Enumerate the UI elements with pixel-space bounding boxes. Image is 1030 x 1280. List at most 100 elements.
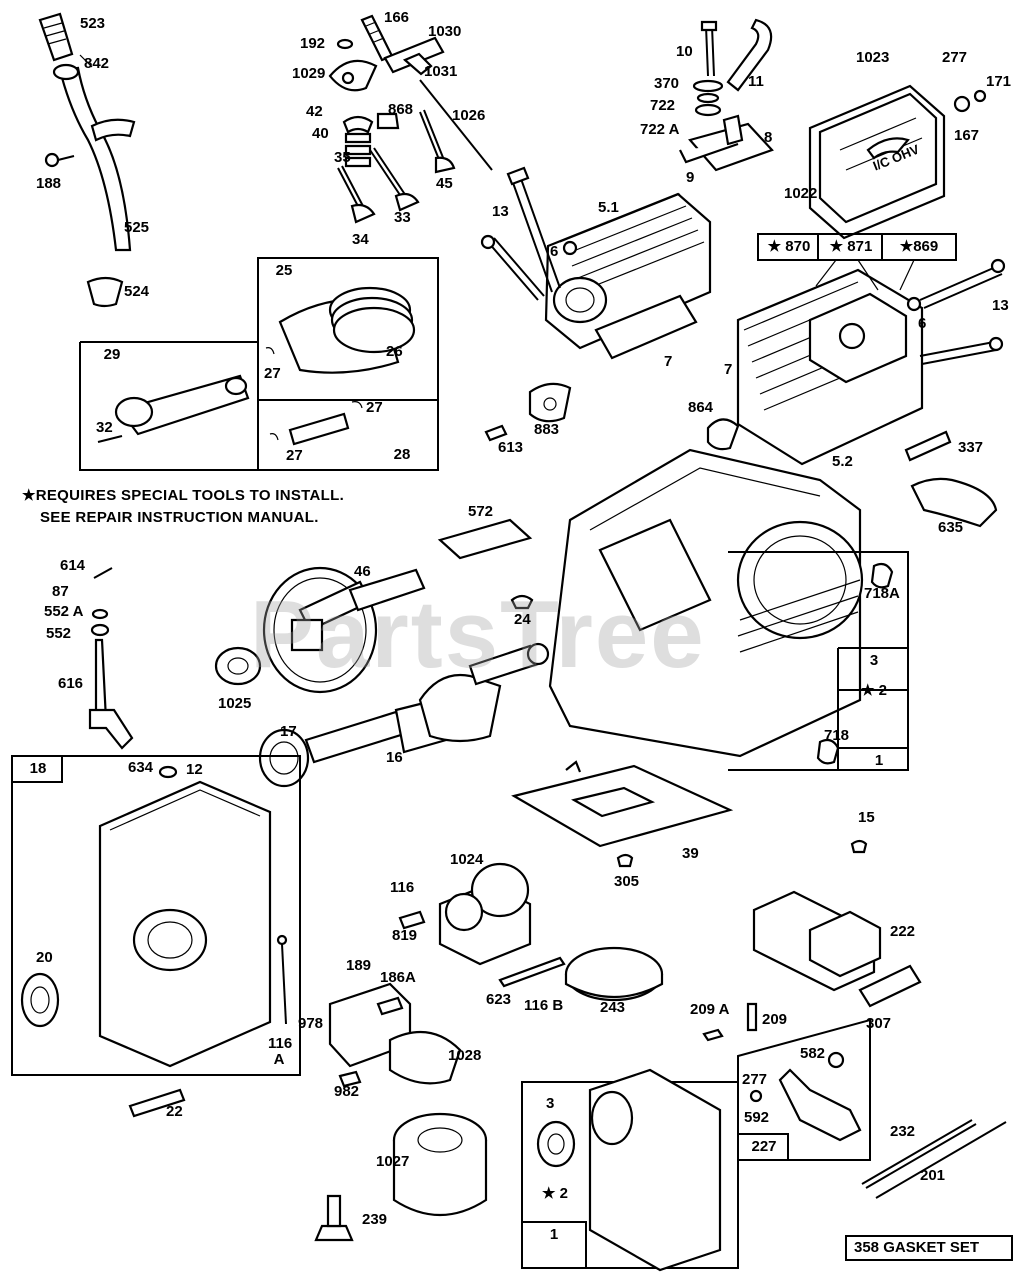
- callout-1026: 1026: [452, 107, 486, 124]
- box-label-28: 28: [393, 446, 411, 463]
- callout-171: 171: [986, 73, 1012, 90]
- breather-assembly: [679, 18, 774, 172]
- callout-87: 87: [52, 583, 69, 600]
- callout-6-left: 6: [550, 243, 559, 260]
- lever-assembly: [737, 1018, 1007, 1199]
- callout-22: 22: [166, 1103, 183, 1120]
- callout-33: 33: [394, 209, 411, 226]
- callout-26: 26: [386, 343, 403, 360]
- callout-27-a: 27: [264, 365, 281, 382]
- callout-10: 10: [676, 43, 693, 60]
- oil-pump: [398, 862, 532, 966]
- callout-722: 722: [650, 97, 676, 114]
- callout-1028: 1028: [448, 1047, 482, 1064]
- box-label-1-main: 1: [874, 752, 884, 769]
- sump-cover: [11, 755, 301, 1118]
- watermark: PartsTree: [250, 581, 706, 688]
- callout-1025: 1025: [218, 695, 252, 712]
- callout-167: 167: [954, 127, 980, 144]
- oil-filter-parts: [328, 982, 488, 1216]
- piston-assembly: [79, 257, 439, 471]
- gasket-set-label: 358 GASKET SET: [854, 1239, 980, 1256]
- box-label-870: ★ 870: [767, 238, 811, 255]
- starred-parts-boxes: [757, 233, 957, 291]
- callout-20: 20: [36, 949, 53, 966]
- callout-189: 189: [346, 957, 372, 974]
- bracket-222: [702, 890, 922, 1042]
- callout-27-b: 27: [366, 399, 383, 416]
- callout-35: 35: [334, 149, 351, 166]
- crankcase-detail: [521, 1068, 739, 1272]
- callout-186a: 186A: [380, 969, 416, 986]
- box-label-3-main: 3: [869, 652, 879, 669]
- cylinder-head-51: [480, 166, 712, 442]
- callout-13-right: 13: [992, 297, 1009, 314]
- callout-572: 572: [468, 503, 494, 520]
- callout-116: 116: [390, 879, 415, 896]
- box-label-25: 25: [275, 262, 293, 279]
- callout-864: 864: [688, 399, 714, 416]
- dipstick-tube: [38, 12, 136, 308]
- callout-616: 616: [58, 675, 84, 692]
- gasket-set-box: [845, 1235, 1013, 1261]
- callout-634: 634: [128, 759, 154, 776]
- callout-718a: 718A: [864, 585, 900, 602]
- callout-27-c: 27: [286, 447, 303, 464]
- box-label-2-main: ★ 2: [861, 682, 887, 699]
- callout-243: 243: [600, 999, 626, 1016]
- box-label-871: ★ 871: [829, 238, 873, 255]
- callout-201: 201: [920, 1167, 946, 1184]
- callout-17: 17: [280, 723, 297, 740]
- callout-842: 842: [84, 55, 110, 72]
- gasket-39: [437, 518, 868, 868]
- callout-1022: 1022: [784, 185, 818, 202]
- box-label-869: ★869: [899, 238, 939, 255]
- callout-525: 525: [124, 219, 150, 236]
- callout-209: 209: [762, 1011, 788, 1028]
- callout-116a: 116 A: [268, 1035, 293, 1068]
- callout-239: 239: [362, 1211, 388, 1228]
- callout-1031: 1031: [424, 63, 458, 80]
- callout-16: 16: [386, 749, 403, 766]
- callout-42: 42: [306, 103, 323, 120]
- callout-635: 635: [938, 519, 964, 536]
- callout-623: 623: [486, 991, 512, 1008]
- callout-24: 24: [514, 611, 531, 628]
- crankcase: [548, 448, 909, 771]
- callout-232: 232: [890, 1123, 916, 1140]
- callout-9: 9: [686, 169, 695, 186]
- callout-523: 523: [80, 15, 106, 32]
- box-label-1-lower: 1: [549, 1226, 559, 1243]
- box-label-18: 18: [29, 760, 47, 777]
- callout-8: 8: [764, 129, 773, 146]
- callout-51: 5.1: [598, 199, 619, 216]
- callout-46: 46: [354, 563, 371, 580]
- callout-614: 614: [60, 557, 86, 574]
- callout-978: 978: [298, 1015, 324, 1032]
- callout-592: 592: [744, 1109, 770, 1126]
- callout-7-left: 7: [664, 353, 673, 370]
- callout-15: 15: [858, 809, 875, 826]
- callout-3-lower: 3: [546, 1095, 555, 1112]
- special-tools-note-line-2: SEE REPAIR INSTRUCTION MANUAL.: [40, 509, 319, 526]
- callout-307: 307: [866, 1015, 892, 1032]
- crankshaft: [258, 642, 550, 788]
- callout-32: 32: [96, 419, 113, 436]
- callout-1029: 1029: [292, 65, 326, 82]
- callout-582: 582: [800, 1045, 826, 1062]
- callout-552: 552: [46, 625, 72, 642]
- box-label-227: 227: [751, 1138, 777, 1155]
- camshaft: [214, 566, 534, 694]
- cover-243: [498, 946, 664, 1002]
- callout-45: 45: [436, 175, 453, 192]
- callout-116b: 116 B: [524, 997, 564, 1014]
- callout-819: 819: [392, 927, 418, 944]
- rocker-cover: [808, 84, 987, 240]
- callout-1027: 1027: [376, 1153, 410, 1170]
- callout-277-top: 277: [942, 49, 968, 66]
- callout-722a: 722 A: [640, 121, 680, 138]
- callout-188: 188: [36, 175, 62, 192]
- governor-parts: [88, 567, 134, 750]
